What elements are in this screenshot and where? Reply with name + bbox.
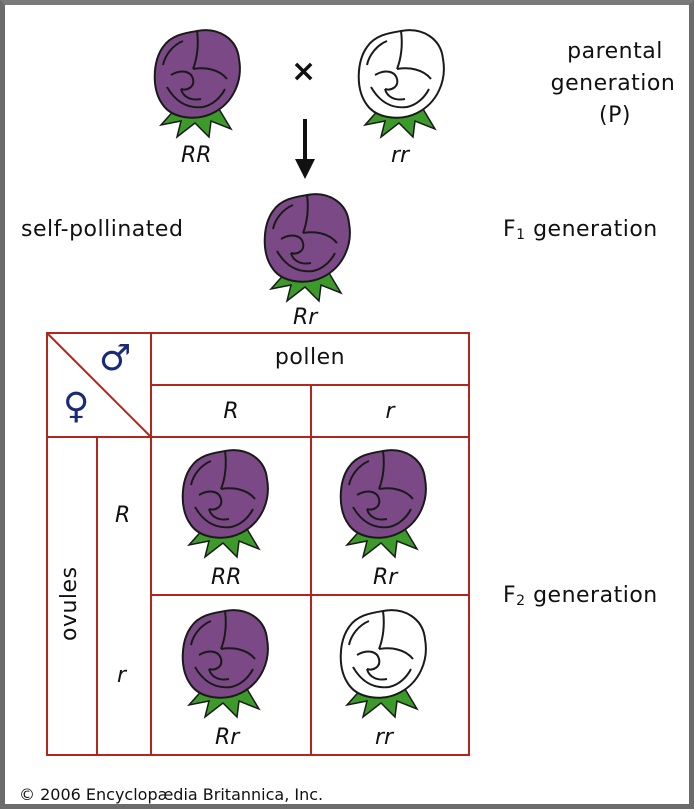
ovule-allele-1: R [115, 503, 131, 528]
male-symbol-icon: ♂ [99, 338, 132, 379]
female-symbol-icon: ♀ [63, 386, 90, 427]
pollen-allele-2: r [385, 399, 395, 424]
cell-flower-white-lower [339, 609, 427, 718]
ovules-label: ovules [57, 566, 82, 641]
cell-genotype-2: Rr [373, 565, 398, 590]
cell-flower-rr-hetero-lower [181, 609, 269, 718]
cell-genotype-1: RR [211, 565, 242, 590]
down-arrow-icon [295, 119, 315, 179]
cell-genotype-4: rr [375, 725, 394, 750]
cell-genotype-3: Rr [215, 725, 240, 750]
f2-generation-label: F2 generation [503, 583, 658, 609]
f1-genotype: Rr [293, 305, 318, 330]
pollen-allele-1: R [223, 399, 239, 424]
cross-symbol: × [291, 54, 317, 89]
ovule-allele-2: r [117, 663, 127, 688]
punnett-grid [46, 332, 470, 756]
pollen-label: pollen [274, 345, 346, 370]
copyright-text: © 2006 Encyclopædia Britannica, Inc. [19, 785, 324, 804]
cell-flower-rr-hetero-upper [339, 449, 427, 558]
parent-left-genotype: RR [181, 143, 212, 168]
self-pollinated-label: self-pollinated [21, 217, 184, 242]
cell-flower-rr-upper [181, 449, 269, 558]
f1-generation-label: F1 generation [503, 217, 658, 243]
parent-right-genotype: rr [391, 143, 410, 168]
